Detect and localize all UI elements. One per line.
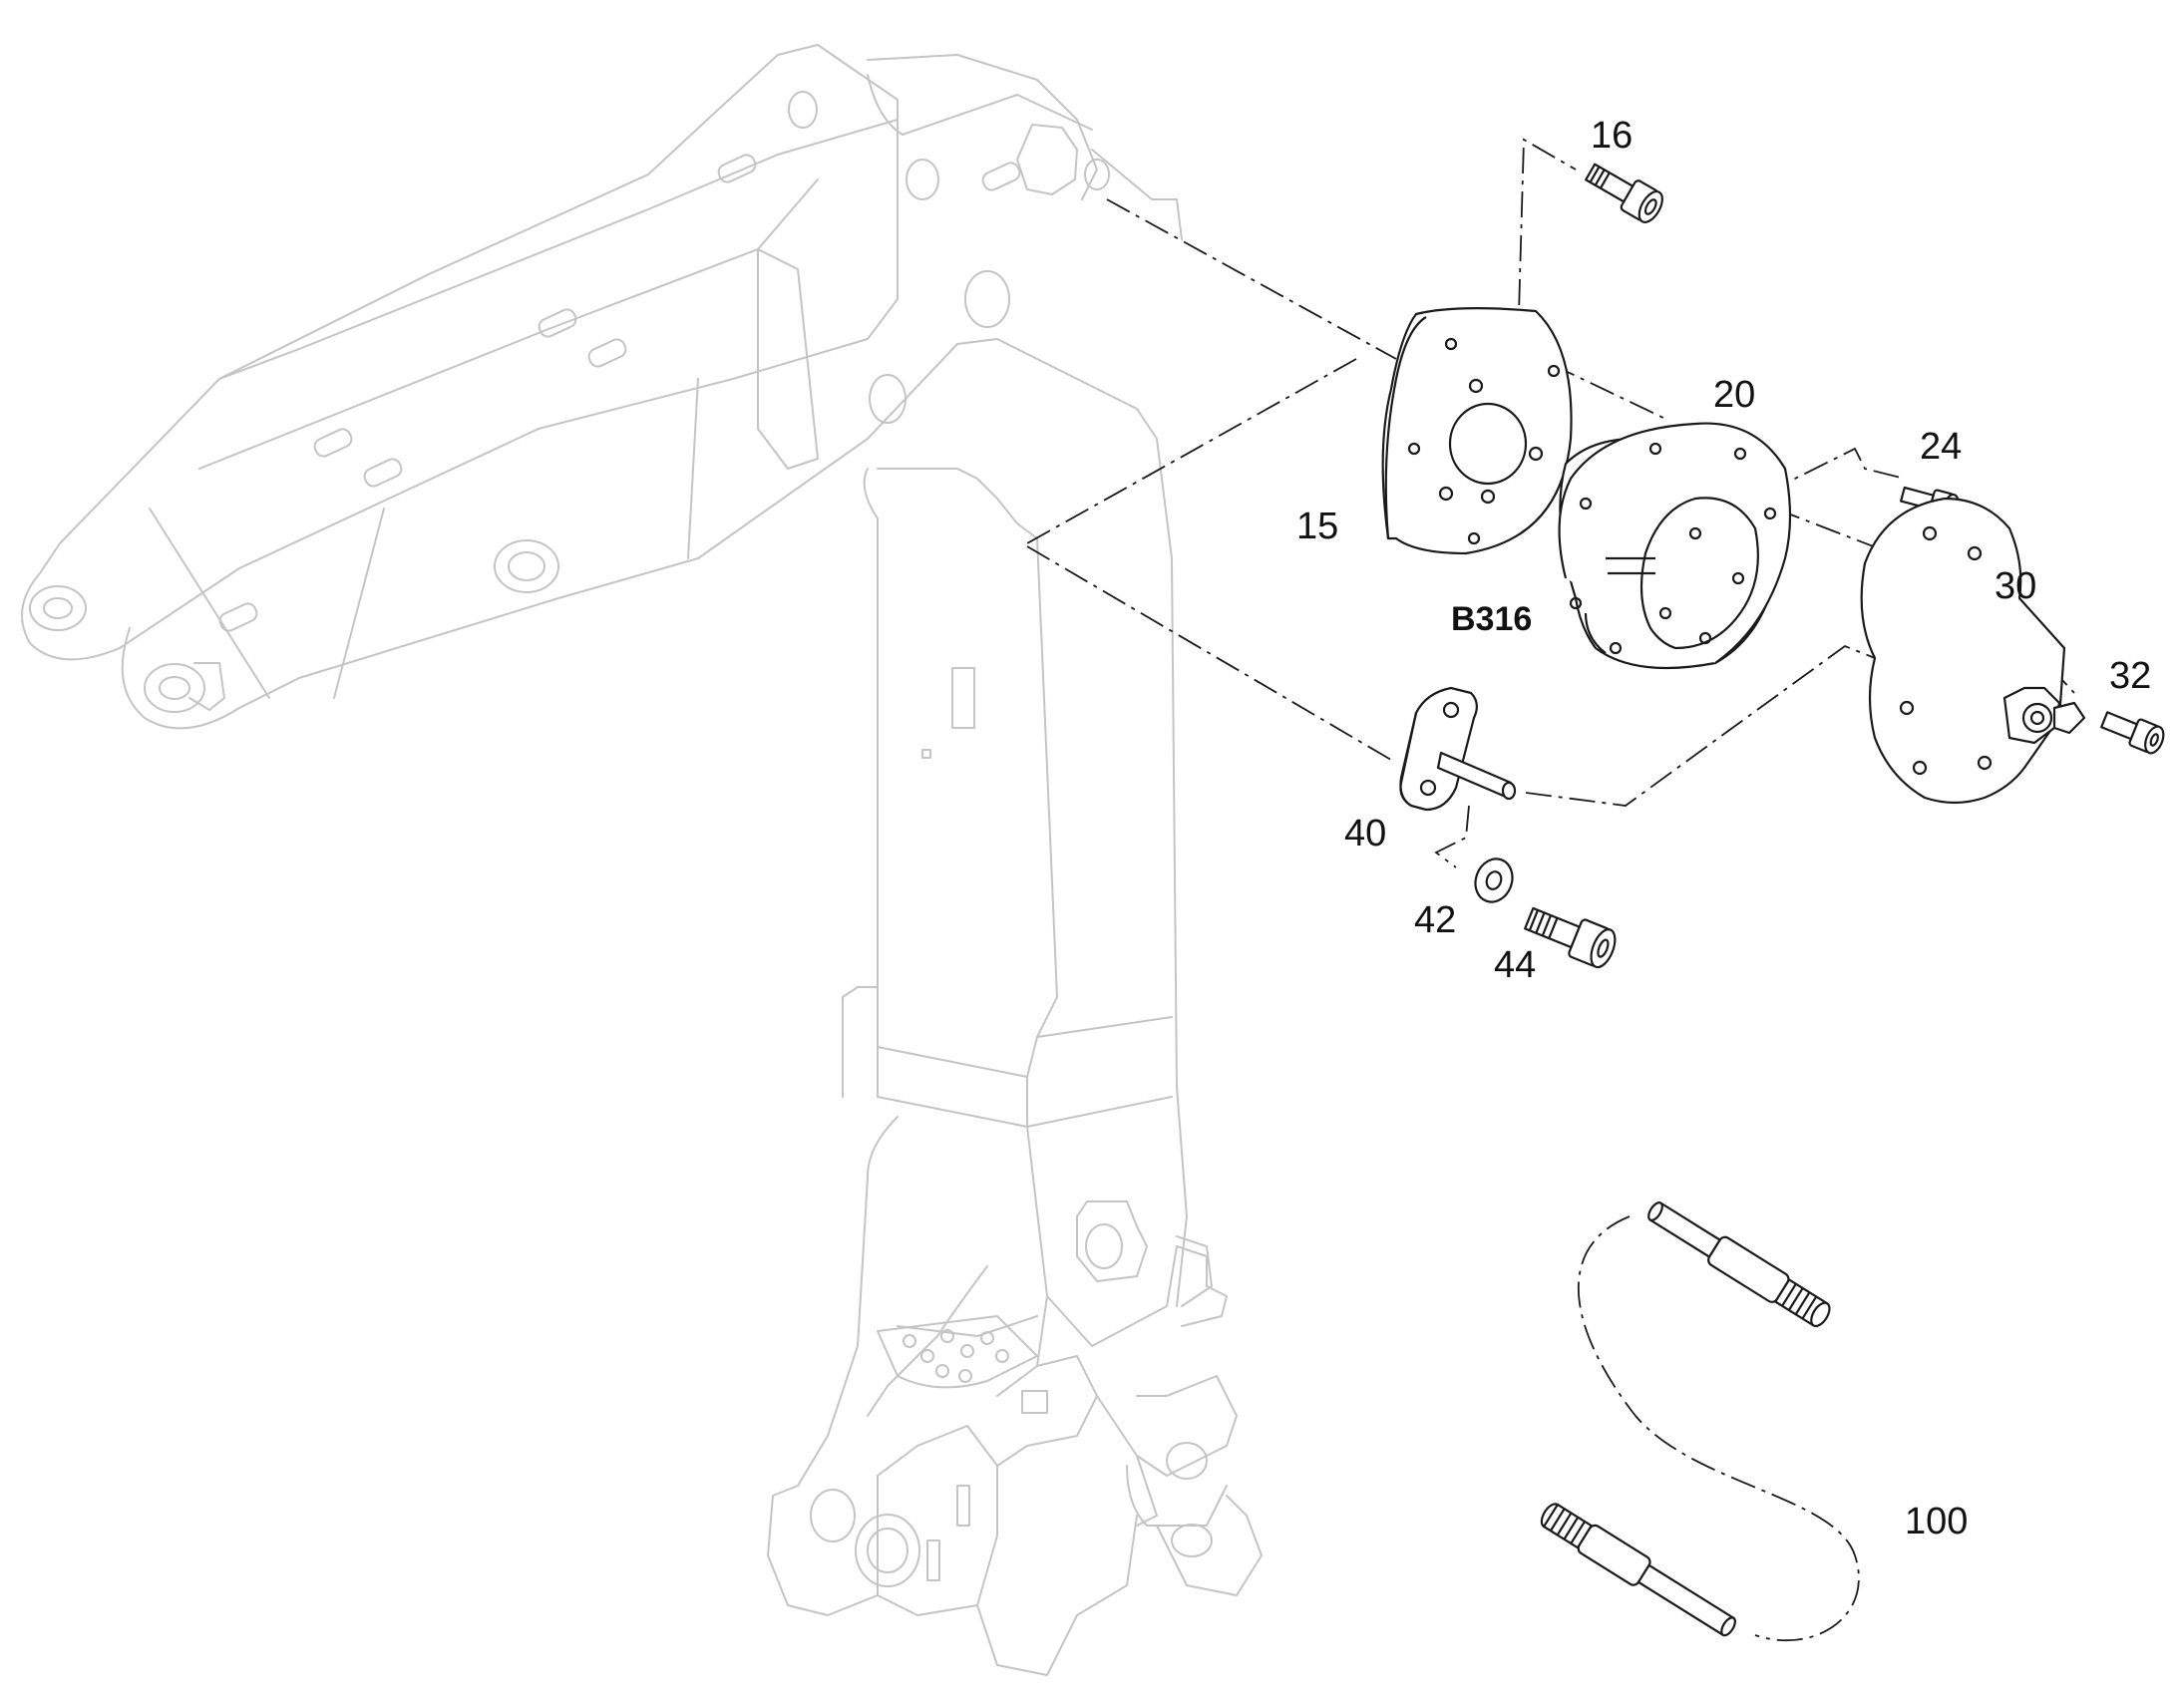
assembly-leader-lines — [1026, 138, 2075, 1642]
part-40-bracket — [1399, 686, 1517, 812]
arm-structure — [842, 338, 1213, 1347]
callout-32: 32 — [2109, 655, 2151, 697]
callout-15: 15 — [1296, 506, 1338, 547]
component-code-label: B316 — [1451, 600, 1532, 638]
callout-44: 44 — [1494, 944, 1536, 986]
part-44-bolt — [1524, 906, 1617, 969]
callout-40: 40 — [1344, 813, 1386, 854]
boom-structure — [21, 44, 1183, 730]
callout-16: 16 — [1591, 115, 1633, 157]
swing-frame — [767, 1116, 1263, 1676]
callout-30: 30 — [1995, 565, 2036, 607]
part-30-plate — [1860, 497, 2086, 805]
part-16-bolt — [1585, 163, 1663, 223]
part-42-washer — [1474, 857, 1514, 903]
part-15-plate — [1381, 307, 1573, 555]
part-32-bolt — [2100, 711, 2165, 755]
callout-42: 42 — [1414, 899, 1456, 941]
part-20-hub — [1558, 422, 1792, 670]
callout-24: 24 — [1920, 426, 1962, 468]
callout-20: 20 — [1713, 374, 1755, 416]
part-100-cable — [1540, 1201, 1831, 1637]
callout-100: 100 — [1905, 1501, 1968, 1542]
callout-labels: 16 15 20 24 30 32 40 42 44 100 B316 — [1296, 115, 2151, 1542]
